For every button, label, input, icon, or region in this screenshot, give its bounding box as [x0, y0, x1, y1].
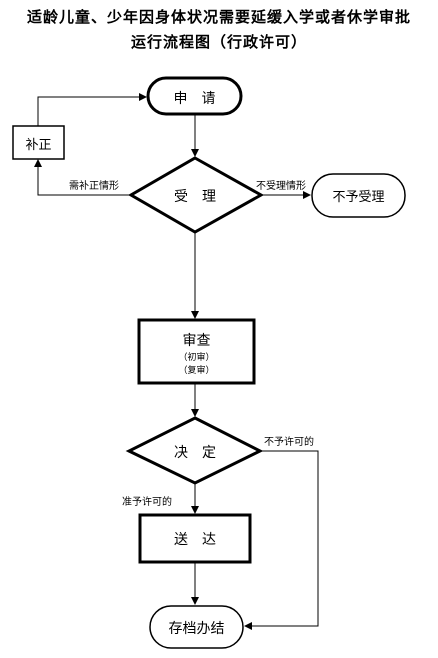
decide-label: 决 定	[174, 445, 216, 461]
edge-label-need-correction: 需补正情形	[69, 181, 119, 192]
archive-label: 存档办结	[168, 621, 225, 637]
review-second-label: （复审）	[178, 366, 215, 376]
accept-label: 受 理	[174, 189, 216, 205]
edge-label-not-permitted: 不予许可的	[264, 437, 314, 448]
archive-node	[149, 605, 244, 649]
review-first-label: （初审）	[178, 353, 215, 363]
page-title: 适龄儿童、少年因身体状况需要延缓入学或者休学审批	[26, 8, 411, 26]
page-subtitle: 运行流程图（行政许可）	[130, 33, 307, 51]
review-label: 审查	[182, 333, 211, 349]
edge-decide-to-archive	[244, 450, 319, 630]
deliver-label: 送 达	[174, 532, 216, 548]
reject-accept-node	[311, 173, 406, 218]
reject-accept-label: 不予受理	[332, 190, 385, 205]
edge-accept-to-correct	[34, 159, 131, 196]
apply-label: 申 请	[173, 91, 216, 107]
edge-label-not-accepted: 不受理情形	[256, 181, 306, 192]
review-node	[137, 318, 256, 385]
edge-correct-to-apply	[37, 93, 147, 126]
edge-label-permitted: 准予许可的	[122, 497, 172, 508]
correct-label: 补正	[25, 138, 52, 153]
